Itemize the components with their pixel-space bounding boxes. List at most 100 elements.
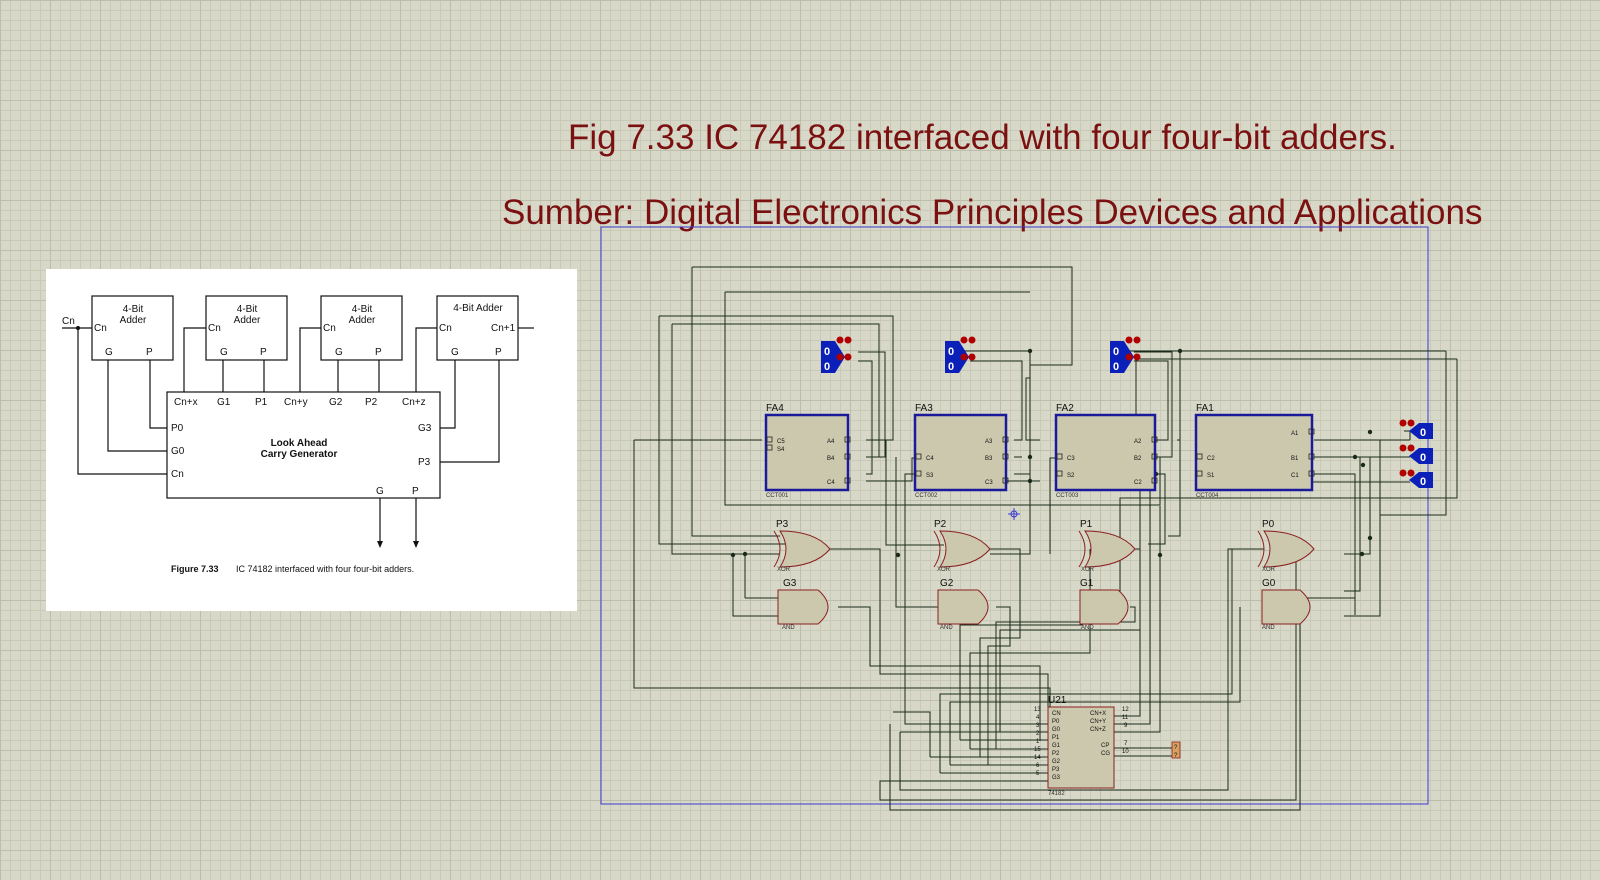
adder-ref: CCT001 <box>766 493 789 499</box>
probe-value: 0 <box>1420 427 1426 439</box>
xor-gate-p2[interactable] <box>933 530 991 568</box>
logic-probe-group-b[interactable]: 0 0 <box>945 336 976 374</box>
xor-gate-p1[interactable] <box>1078 530 1136 568</box>
adder-pin: S2 <box>1067 473 1075 479</box>
ic-pin: CP <box>1101 743 1109 749</box>
adder-fa4[interactable]: FA4 CCT001 C5 S4 A4 B4 C4 <box>764 403 851 499</box>
ic-pin-num: 9 <box>1124 723 1128 729</box>
adder-pin: S3 <box>926 473 934 479</box>
ref-cn-input: Cn <box>62 316 75 327</box>
ref-adder-g: G <box>220 347 228 358</box>
and-gate-g2[interactable] <box>937 589 989 625</box>
adder-ref: CCT003 <box>1056 493 1079 499</box>
ref-lac-bottom-pin: P <box>412 486 419 497</box>
ref-adder-p: P <box>260 347 267 358</box>
adder-name: FA1 <box>1196 403 1214 414</box>
ref-adder-g: G <box>451 347 459 358</box>
xor-gate-p0[interactable] <box>1257 530 1315 568</box>
ic-pin-num: 11 <box>1122 715 1129 721</box>
adder-fa3[interactable]: FA3 CCT002 C4 S3 A3 B3 C3 <box>913 403 1009 499</box>
gate-name: G0 <box>1262 578 1276 589</box>
adder-pin: C1 <box>1291 473 1299 479</box>
ic-pin-num: 7 <box>1124 741 1128 747</box>
gate-type: AND <box>940 625 953 631</box>
ic-name: U21 <box>1048 695 1067 706</box>
adder-ref: CCT004 <box>1196 493 1219 499</box>
ref-lac-bottom-pin: G <box>376 486 384 497</box>
ref-adder-p: P <box>146 347 153 358</box>
logic-probe-group-a[interactable]: 0 0 <box>821 336 852 374</box>
adder-pin: C3 <box>985 480 993 486</box>
ref-caption-label: Figure 7.33 <box>171 564 219 574</box>
and-gate-g0[interactable] <box>1261 589 1311 625</box>
ref-lac-left-pin: Cn <box>171 469 184 480</box>
adder-pin: C4 <box>926 456 934 462</box>
ic-pin-num: 3 <box>1036 723 1040 729</box>
ref-lac-top-pin: P1 <box>255 397 268 408</box>
adder-ref: CCT002 <box>915 493 938 499</box>
probe-value: 0 <box>1113 361 1119 373</box>
ref-lac-top-pin: Cn+y <box>284 397 308 408</box>
ref-lac-box <box>166 391 441 499</box>
ic-pin-num: 15 <box>1034 747 1041 753</box>
ref-lac-left-pin: G0 <box>171 446 185 457</box>
adder-pin: B3 <box>985 456 993 462</box>
adder-pin: B1 <box>1291 456 1299 462</box>
ref-lac-top-pin: Cn+x <box>174 397 198 408</box>
ic-74182[interactable]: U21 74182 <box>1047 695 1115 797</box>
adder-pin: S4 <box>777 447 785 453</box>
ref-adder-title: 4-Bit Adder <box>453 303 503 314</box>
logic-probe-group-c[interactable]: 0 0 <box>1110 336 1141 374</box>
ic-pin: P1 <box>1052 735 1060 741</box>
gate-name: G1 <box>1080 578 1094 589</box>
ic-pin: P3 <box>1052 767 1060 773</box>
adder-pin: C5 <box>777 439 785 445</box>
wires <box>633 266 1458 811</box>
adder-name: FA3 <box>915 403 933 414</box>
adder-pin: C2 <box>1207 456 1215 462</box>
gate-type: XOR <box>777 567 791 573</box>
ic-pin: CN <box>1052 711 1061 717</box>
adder-pin: B2 <box>1134 456 1142 462</box>
ic-pin: CG <box>1101 751 1110 757</box>
ref-adder-p: P <box>495 347 502 358</box>
logic-probe-group-right[interactable]: 0 0 0 <box>1399 419 1434 489</box>
adder-fa2[interactable]: FA2 CCT003 C3 S2 A2 B2 C2 <box>1054 403 1158 499</box>
gate-name: P2 <box>934 519 947 530</box>
probe-value: 0 <box>824 346 830 358</box>
adder-name: FA2 <box>1056 403 1074 414</box>
and-gate-g1[interactable] <box>1079 589 1129 625</box>
gate-name: P1 <box>1080 519 1093 530</box>
ic-pin-num: 4 <box>1036 715 1040 721</box>
probe-value: 0 <box>1113 346 1119 358</box>
ref-caption: IC 74182 interfaced with four four-bit a… <box>236 564 414 574</box>
output-probe[interactable]: ? ? <box>1171 741 1181 759</box>
ic-pin: G1 <box>1052 743 1061 749</box>
ref-adder-g: G <box>105 347 113 358</box>
ic-pin-num: 1 <box>1036 739 1040 745</box>
gate-type: AND <box>782 625 795 631</box>
ic-pin-num: 2 <box>1036 731 1040 737</box>
xor-gate-p3[interactable] <box>773 530 831 568</box>
gate-type: XOR <box>937 567 951 573</box>
ref-adder-cin: Cn <box>439 323 452 334</box>
ic-pin: G2 <box>1052 759 1061 765</box>
adder-pin: A3 <box>985 439 993 445</box>
probe-value: 0 <box>1420 452 1426 464</box>
adder-fa1[interactable]: FA1 CCT004 C2 S1 A1 B1 C1 <box>1194 403 1315 499</box>
adder-pin: S1 <box>1207 473 1215 479</box>
ic-pin: P0 <box>1052 719 1060 725</box>
ref-lac-top-pin: G1 <box>217 397 231 408</box>
ic-pin: CN+Y <box>1090 719 1106 725</box>
and-gate-g3[interactable] <box>777 589 829 625</box>
adder-name: FA4 <box>766 403 784 414</box>
ref-adder-p: P <box>375 347 382 358</box>
ic-pin: CN+Z <box>1090 727 1106 733</box>
ic-pin: P2 <box>1052 751 1060 757</box>
adder-pin: C2 <box>1134 480 1142 486</box>
adder-pin: A1 <box>1291 431 1299 437</box>
